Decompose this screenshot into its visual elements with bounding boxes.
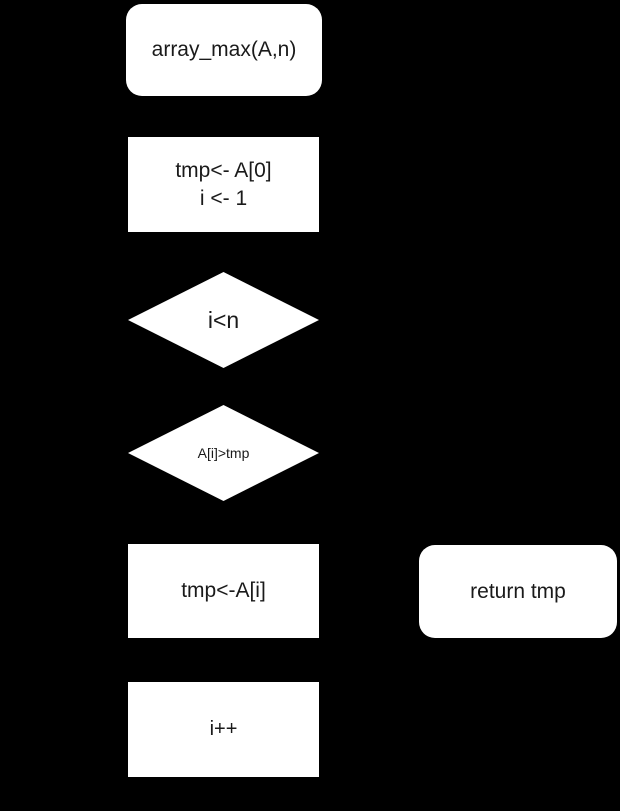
increment-label: i++ (209, 718, 238, 740)
start-node-label: array_max(A,n) (151, 38, 297, 61)
flowchart-node-init-process: tmp<- A[0] i <- 1 (128, 137, 319, 232)
flowchart-node-increment-process: i++ (128, 682, 319, 777)
flowchart-node-assign-process: tmp<-A[i] (128, 544, 319, 638)
loop-condition-label: i<n (207, 306, 240, 333)
init-node-line2: i <- 1 (199, 186, 248, 210)
return-node-label: return tmp (470, 579, 566, 603)
assign-label: tmp<-A[i] (181, 579, 266, 602)
flowchart-node-return-terminator: return tmp (419, 545, 617, 638)
compare-label: A[i]>tmp (197, 445, 250, 461)
flowchart-node-start-terminator: array_max(A,n) (126, 4, 322, 96)
flowchart-node-compare-decision: A[i]>tmp (128, 405, 319, 501)
init-node-line1: tmp<- A[0] (175, 158, 272, 182)
flowchart-node-loop-condition-decision: i<n (128, 272, 319, 368)
